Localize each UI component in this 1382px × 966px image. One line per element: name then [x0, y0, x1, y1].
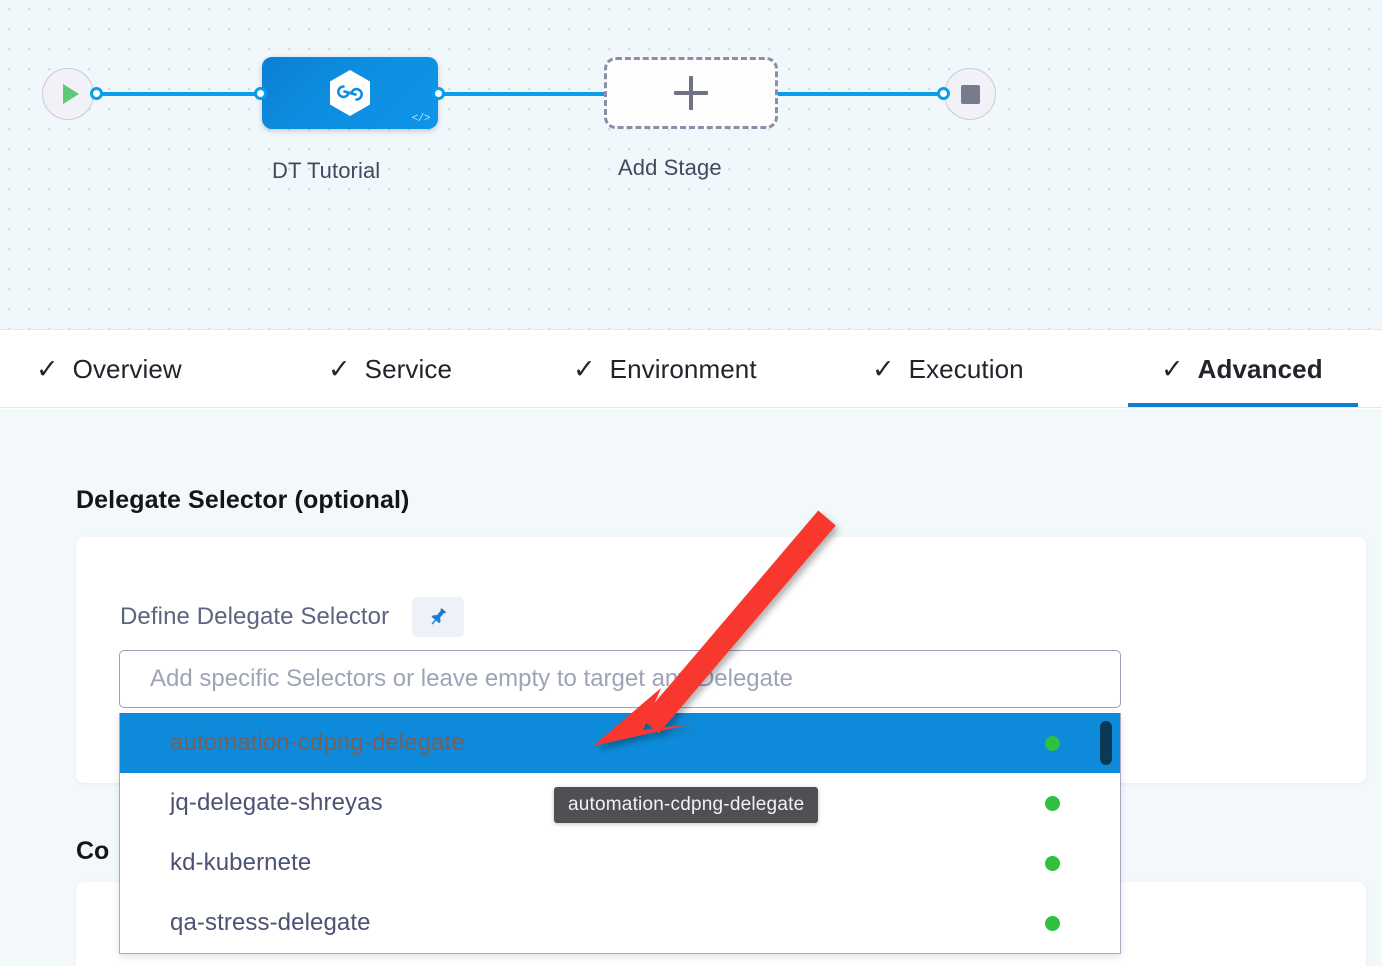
- delegate-name: kd-kubernete: [170, 849, 312, 876]
- delegate-selector-options-list: automation-cdpng-delegate jq-delegate-sh…: [119, 713, 1121, 954]
- tab-execution[interactable]: ✓ Execution: [872, 331, 1024, 408]
- status-dot-connected: [1045, 915, 1060, 931]
- delegate-selector-input[interactable]: [119, 650, 1121, 708]
- status-dot-connected: [1045, 855, 1060, 871]
- list-item[interactable]: automation-cdpng-delegate: [120, 713, 1120, 773]
- conditional-execution-section-title: Co: [76, 837, 110, 865]
- stage-node-dt-tutorial[interactable]: </>: [262, 57, 438, 129]
- tooltip-text: automation-cdpng-delegate: [568, 794, 805, 815]
- delegate-name: automation-cdpng-delegate: [170, 729, 465, 756]
- list-item[interactable]: qa-stress-delegate: [120, 893, 1120, 953]
- port-stage-input[interactable]: [254, 87, 267, 100]
- pin-icon: [431, 608, 447, 625]
- list-item[interactable]: kd-kubernete: [120, 833, 1120, 893]
- pipeline-canvas[interactable]: </> DT Tutorial Add Stage: [0, 0, 1382, 330]
- dropdown-scrollbar-thumb[interactable]: [1100, 721, 1112, 765]
- port-stage-output[interactable]: [432, 87, 445, 100]
- connector-line-add-to-end: [772, 92, 952, 96]
- tab-environment[interactable]: ✓ Environment: [573, 331, 757, 408]
- connector-line-stage-to-add: [434, 92, 614, 96]
- define-delegate-selector-label: Define Delegate Selector: [120, 603, 390, 630]
- connector-line-start-to-stage: [92, 92, 272, 96]
- tab-overview-label: Overview: [72, 354, 182, 384]
- pipeline-end-node[interactable]: [944, 68, 996, 120]
- tab-overview[interactable]: ✓ Overview: [36, 331, 182, 408]
- code-icon: </>: [411, 113, 431, 125]
- port-end-input[interactable]: [937, 87, 950, 100]
- harness-hexagon-icon: [330, 70, 370, 116]
- check-icon: ✓: [1161, 354, 1184, 384]
- tab-advanced-label: Advanced: [1197, 354, 1323, 384]
- tab-environment-label: Environment: [609, 354, 757, 384]
- delegate-name: qa-stress-delegate: [170, 909, 371, 936]
- delegate-name: jq-delegate-shreyas: [170, 789, 383, 816]
- add-stage-button[interactable]: [604, 57, 778, 129]
- play-icon: [62, 84, 79, 104]
- tab-advanced[interactable]: ✓ Advanced: [1128, 331, 1358, 408]
- stage-config-tabbar: ✓ Overview ✓ Service ✓ Environment ✓ Exe…: [0, 331, 1382, 408]
- tab-service-label: Service: [364, 354, 453, 384]
- check-icon: ✓: [36, 354, 59, 384]
- delegate-name-tooltip: automation-cdpng-delegate: [554, 787, 819, 823]
- define-delegate-selector-row: Define Delegate Selector: [120, 597, 465, 637]
- port-start-output[interactable]: [90, 87, 103, 100]
- status-dot-connected: [1045, 735, 1060, 751]
- stop-square-icon: [960, 84, 980, 104]
- stage-node-label: DT Tutorial: [272, 158, 381, 183]
- add-stage-label: Add Stage: [618, 155, 722, 180]
- pipeline-start-node[interactable]: [42, 68, 94, 120]
- check-icon: ✓: [872, 354, 895, 384]
- delegate-selector-section-title: Delegate Selector (optional): [76, 486, 410, 514]
- tab-service[interactable]: ✓ Service: [328, 331, 452, 408]
- check-icon: ✓: [328, 354, 351, 384]
- plus-icon: [674, 76, 708, 110]
- delegate-selector-dropdown: automation-cdpng-delegate jq-delegate-sh…: [119, 650, 1121, 954]
- tab-execution-label: Execution: [908, 354, 1024, 384]
- pin-icon-button[interactable]: [412, 597, 465, 637]
- list-item[interactable]: jq-delegate-shreyas: [120, 773, 1120, 833]
- check-icon: ✓: [573, 354, 596, 384]
- status-dot-connected: [1045, 795, 1060, 811]
